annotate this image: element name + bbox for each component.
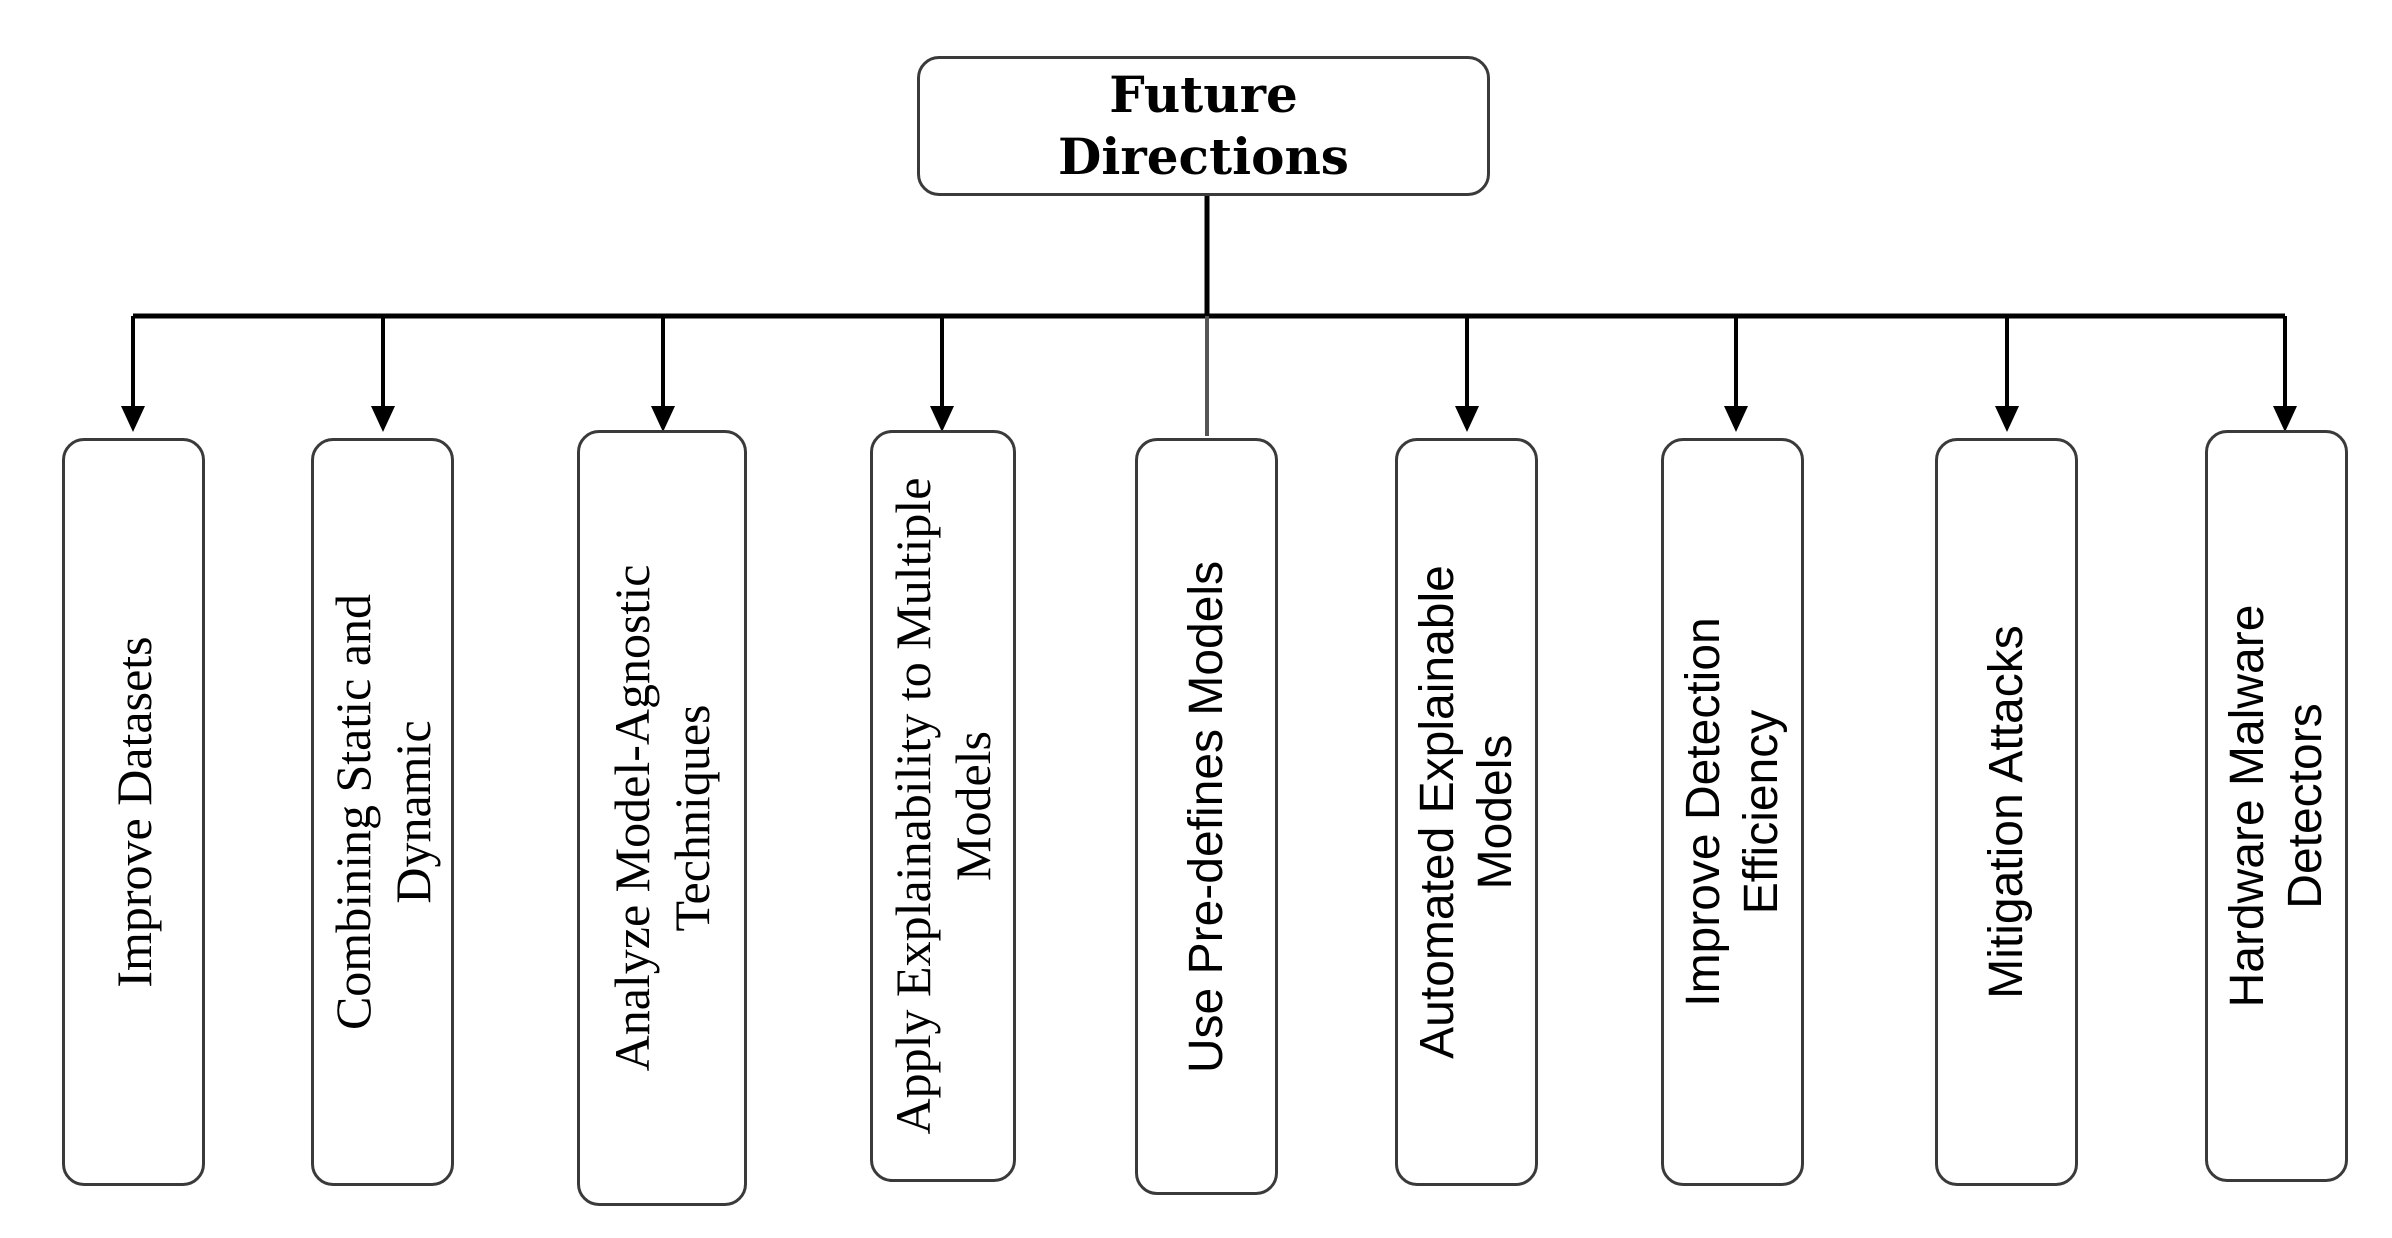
child-node-combining-static-dynamic: Combining Static and Dynamic [311, 438, 454, 1186]
child-label: Automated Explainable Models [1410, 565, 1522, 1059]
root-title: Future Directions [1058, 65, 1349, 186]
root-node: Future Directions [917, 56, 1490, 196]
child-label: Improve Detection Efficiency [1676, 617, 1788, 1007]
child-node-use-predefines-models: Use Pre-defines Models [1135, 438, 1278, 1195]
child-label: Hardware Malware Detectors [2220, 604, 2332, 1008]
branch-arrow-7 [1724, 316, 1748, 432]
child-label: Apply Explainability to Multiple Models [885, 477, 1001, 1135]
branch-arrow-1 [121, 316, 145, 432]
child-label: Mitigation Attacks [1979, 625, 2033, 999]
child-node-hardware-malware-detectors: Hardware Malware Detectors [2205, 430, 2348, 1182]
child-label: Analyze Model-Agnostic Techniques [604, 564, 720, 1072]
child-node-improve-datasets: Improve Datasets [62, 438, 205, 1186]
child-label: Use Pre-defines Models [1179, 560, 1233, 1073]
child-node-automated-explainable: Automated Explainable Models [1395, 438, 1538, 1186]
child-label: Improve Datasets [105, 636, 162, 988]
branch-arrow-4 [930, 316, 954, 432]
branch-arrow-6 [1455, 316, 1479, 432]
branch-arrow-9 [2273, 316, 2297, 432]
child-node-improve-detection-efficiency: Improve Detection Efficiency [1661, 438, 1804, 1186]
branch-arrow-3 [651, 316, 675, 432]
child-node-mitigation-attacks: Mitigation Attacks [1935, 438, 2078, 1186]
branch-arrow-2 [371, 316, 395, 432]
child-node-apply-explainability: Apply Explainability to Multiple Models [870, 430, 1016, 1182]
branch-arrow-8 [1995, 316, 2019, 432]
child-node-analyze-model-agnostic: Analyze Model-Agnostic Techniques [577, 430, 747, 1206]
child-label: Combining Static and Dynamic [324, 593, 441, 1031]
